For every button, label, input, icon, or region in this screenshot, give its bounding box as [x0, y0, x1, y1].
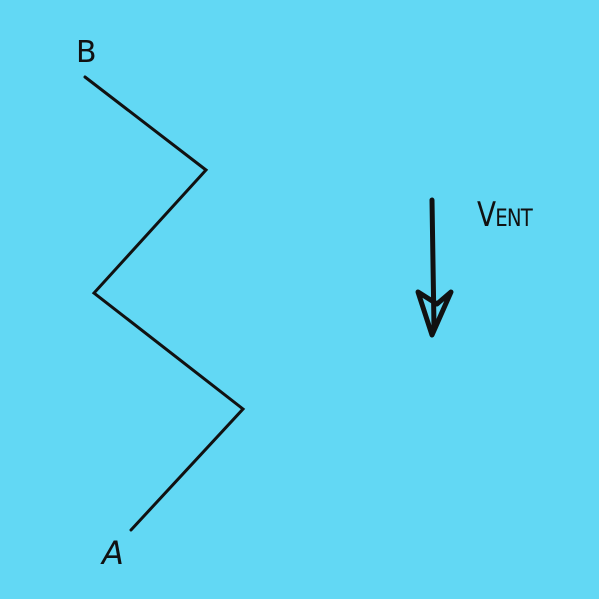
- wind-label: Vent: [477, 195, 533, 235]
- point-a-label: A: [102, 534, 124, 572]
- down-arrow-icon: [415, 197, 454, 338]
- zigzag-path: [83, 75, 246, 532]
- point-b-label: B: [76, 35, 97, 70]
